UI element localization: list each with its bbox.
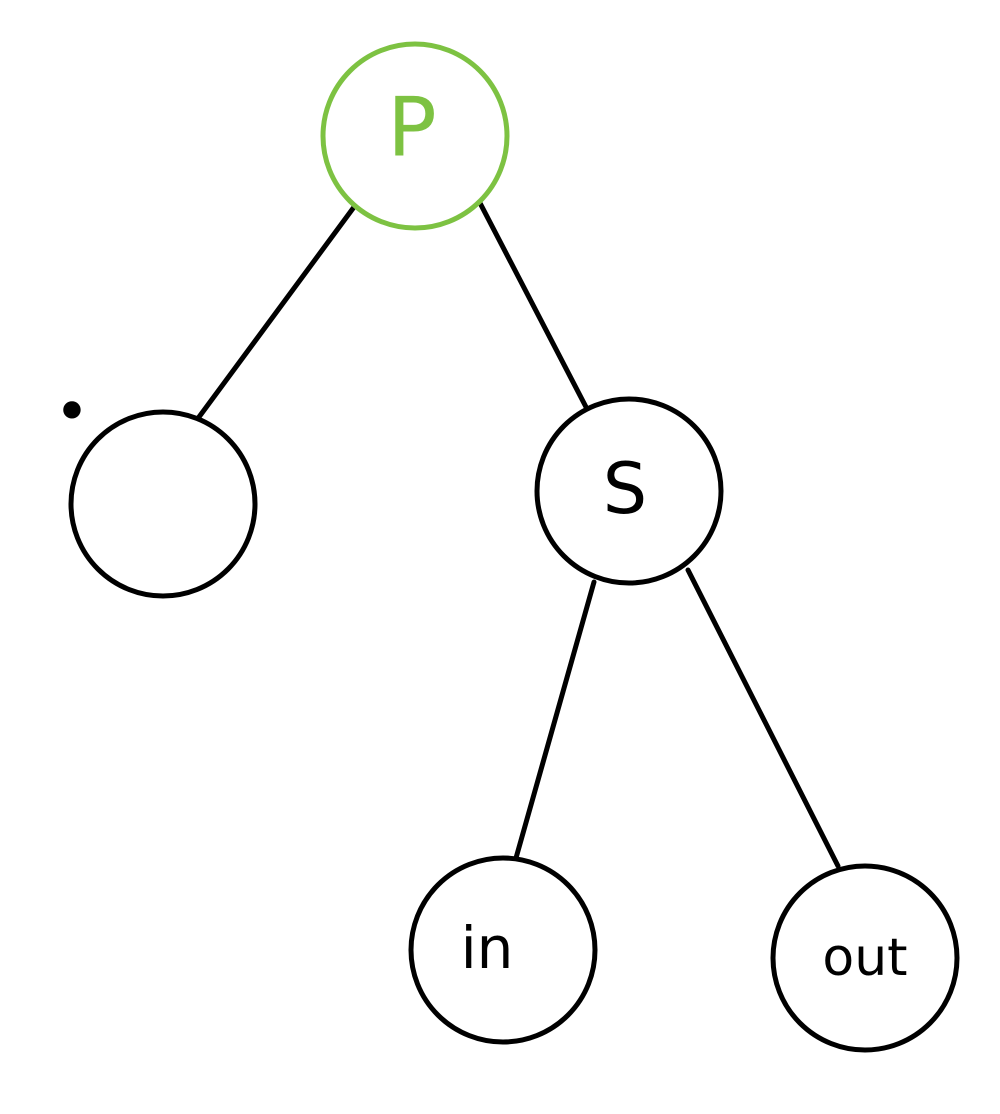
node-p-circle <box>320 41 510 231</box>
node-out-circle <box>770 863 960 1053</box>
node-p-label: P <box>387 81 436 176</box>
dot-annotation: • <box>54 377 89 447</box>
node-s-circle <box>534 396 724 586</box>
node-s-label: S <box>603 448 647 530</box>
edge-s-to-out <box>685 567 841 869</box>
node-in-circle <box>408 855 598 1045</box>
node-empty-circle <box>68 409 258 599</box>
node-s: S <box>534 396 724 586</box>
edge-p-to-empty <box>196 204 357 420</box>
node-in: in <box>408 855 598 1045</box>
node-empty <box>68 409 258 599</box>
node-in-label: in <box>461 914 514 982</box>
edge-p-to-s <box>477 200 589 410</box>
node-out: out <box>770 863 960 1053</box>
node-out-label: out <box>822 928 907 988</box>
edge-s-to-in <box>513 579 597 861</box>
node-p: P <box>320 41 510 231</box>
